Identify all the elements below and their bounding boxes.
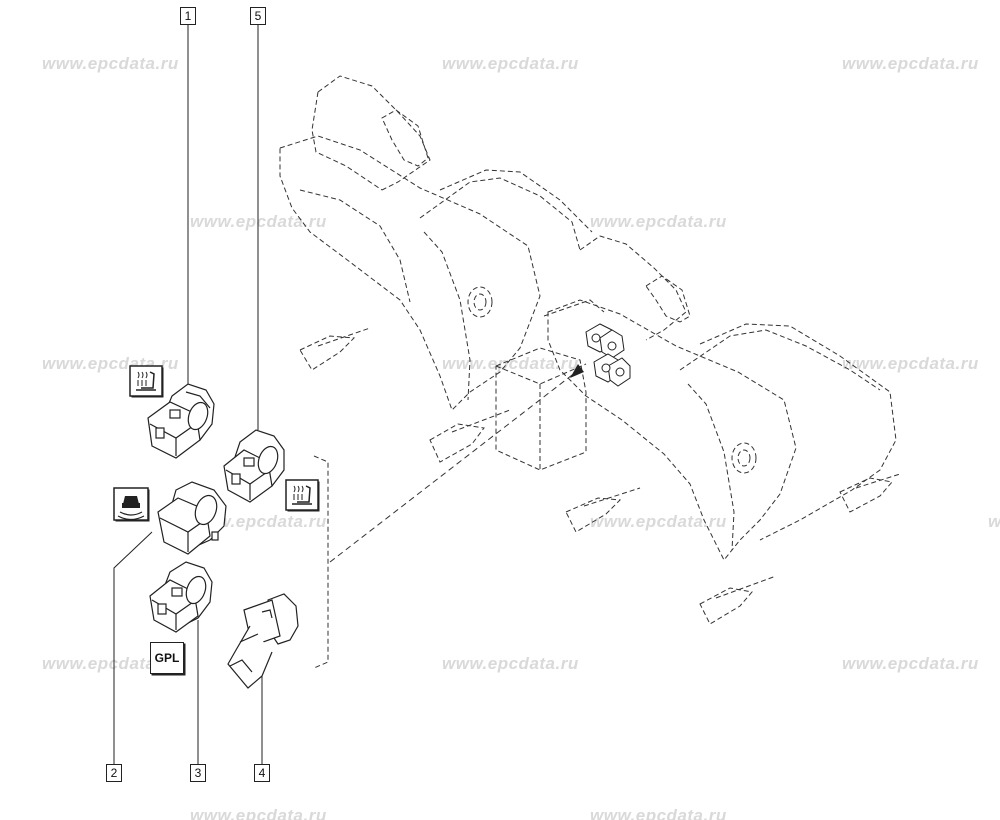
right-backrest — [547, 299, 797, 561]
leader-line-2 — [113, 531, 153, 766]
watermark: www.epcdata.ru — [42, 54, 179, 73]
leader-dashed — [329, 371, 577, 563]
watermark: www.epcdata.ru — [442, 354, 579, 373]
watermark: www.epcdata.ru — [590, 512, 727, 531]
watermark: www.epcdata.ru — [190, 806, 327, 820]
part-2-parking-sensor-switch — [157, 481, 227, 555]
watermark: www.epcdata.ru — [442, 54, 579, 73]
part-1-heated-seat-switch — [147, 383, 215, 459]
seat-heater-icon — [285, 479, 320, 512]
watermark: www.epcdata.ru — [590, 212, 727, 231]
group-bracket — [313, 455, 329, 669]
callout-5: 5 — [250, 7, 266, 25]
parking-sensor-icon — [113, 487, 150, 522]
leader-arrowhead — [570, 364, 584, 378]
callout-2: 2 — [106, 764, 122, 782]
right-headrest — [579, 235, 687, 341]
part-5-heated-seat-switch — [223, 429, 285, 503]
center-console — [495, 347, 587, 471]
left-backrest — [279, 135, 541, 411]
front-seats-outline — [279, 75, 901, 625]
gpl-symbol: GPL — [150, 642, 184, 674]
console-switch-cluster — [585, 323, 631, 387]
watermark: www.epcdata.ru — [988, 512, 1000, 532]
watermark: www.epcdata.ru — [442, 654, 579, 673]
watermark: www.epcdata.ru — [842, 54, 979, 73]
seat-heater-icon — [129, 365, 164, 398]
part-3-gpl-switch — [149, 561, 213, 633]
callout-1: 1 — [180, 7, 196, 25]
watermark: www.epcdata.ru — [42, 654, 179, 673]
callout-4: 4 — [254, 764, 270, 782]
part-4-blanking-plug — [227, 593, 299, 689]
watermark: www.epcdata.ru — [842, 354, 979, 373]
watermark: www.epcdata.ru — [590, 806, 727, 820]
watermark: www.epcdata.ru — [842, 654, 979, 673]
callout-3: 3 — [190, 764, 206, 782]
left-headrest — [317, 75, 431, 191]
